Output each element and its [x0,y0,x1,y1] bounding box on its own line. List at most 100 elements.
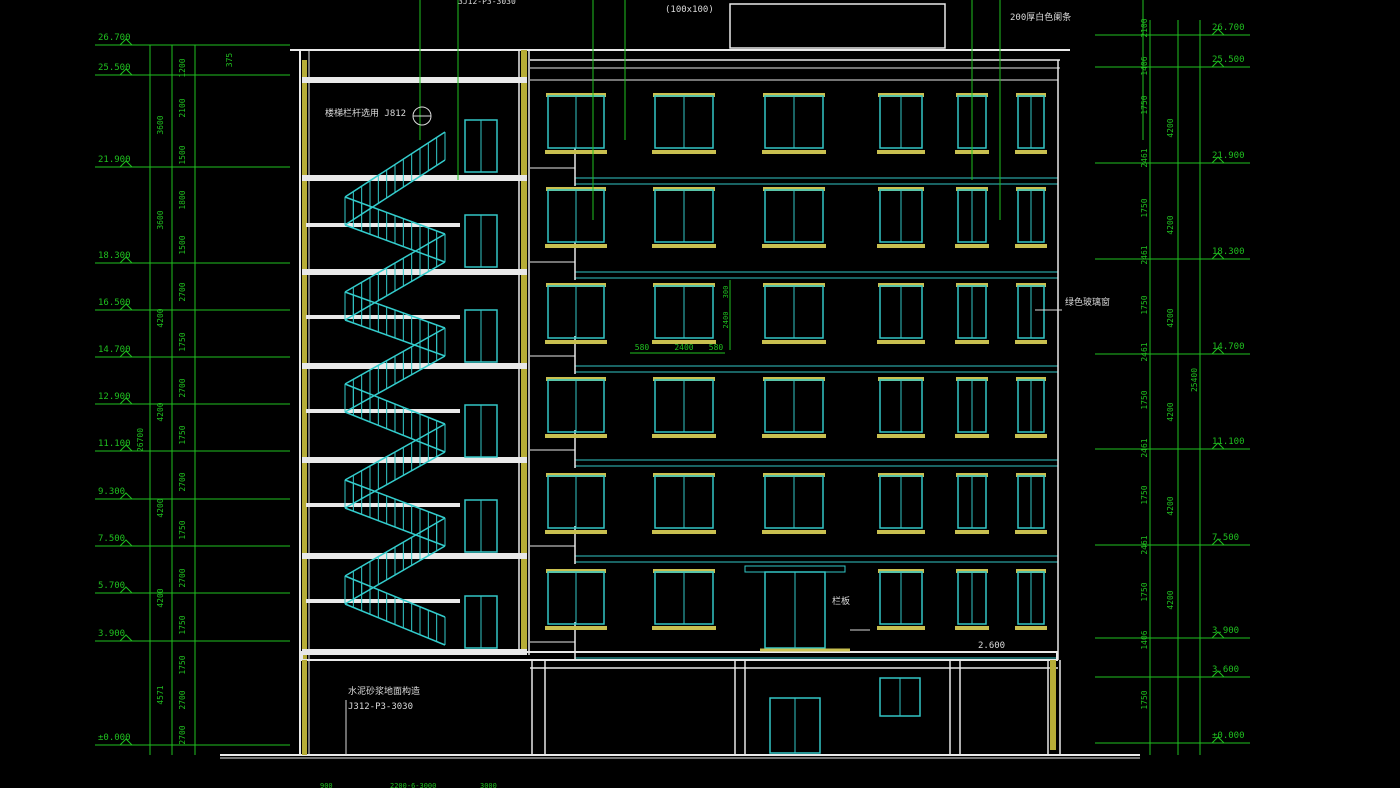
window-head-r3c4 [956,377,988,381]
right-dim-inner-1: 1406 [1140,56,1149,75]
left-level-2: 21.900 [98,155,131,165]
level-marker [1211,538,1225,546]
left-dim-outer-3: 1800 [178,190,187,209]
window-head-r1c3 [878,187,924,191]
left-level-11: 3.900 [98,629,125,639]
window-sill-r1c1 [652,244,716,248]
level-marker [1211,736,1225,744]
level-marker [119,350,133,358]
right-level-0: 26.700 [1212,23,1245,33]
right-dim-inner-5: 2461 [1140,245,1149,264]
window-sill-r4c3 [877,530,925,534]
left-dim-outer-5: 2700 [178,282,187,301]
window-sill-r2c4 [955,340,989,344]
window-head-r3c5 [1016,377,1046,381]
window-vdim-1: 2400 [722,312,730,329]
right-dim-inner-10: 1750 [1140,485,1149,504]
window-head-r4c0 [546,473,606,477]
top-wall-note: 200厚白色阑条 [1010,11,1071,23]
stair-flight-6 [344,423,446,509]
window-head-r3c2 [763,377,825,381]
left-ground-column [302,660,307,755]
right-dim-mid-5: 4200 [1166,590,1175,609]
floor-detail-code: J312-P3-3030 [348,702,413,712]
level-marker [119,492,133,500]
bottom-dim-1: 2200-6-3000 [390,782,436,788]
left-dim-outer-11: 2700 [178,568,187,587]
level-marker [119,397,133,405]
right-level-8: 3.600 [1212,665,1239,675]
left-dim-outer-2: 1500 [178,145,187,164]
left-dim-small: 375 [225,53,234,68]
window-head-r2c3 [878,283,924,287]
level-marker [119,38,133,46]
left-wall-column [302,60,307,755]
left-level-10: 5.700 [98,581,125,591]
window-head-r4c3 [878,473,924,477]
staircase-group [344,131,446,646]
left-level-3: 18.300 [98,251,131,261]
window-head-r2c0 [546,283,606,287]
window-head-r5c5 [1016,569,1046,573]
left-dim-outer-6: 1750 [178,332,187,351]
left-dim-mid-6: 4571 [156,685,165,704]
level-marker [119,586,133,594]
window-head-r2c4 [956,283,988,287]
window-sill-r1c3 [877,244,925,248]
window-head-r4c5 [1016,473,1046,477]
floor-slab-0 [302,77,527,83]
left-dim-total: 26700 [136,428,145,452]
stair-flight-8 [344,517,446,605]
right-dim-inner-0: 2100 [1140,18,1149,37]
windows-group [464,93,1047,649]
left-level-12: ±0.000 [98,733,131,743]
right-dim-inner-7: 2461 [1140,342,1149,361]
window-head-r2c5 [1016,283,1046,287]
window-dim-2: 580 [709,343,724,352]
window-head-r3c1 [653,377,715,381]
left-dim-mid-1: 3600 [156,210,165,229]
bottom-dim-0: 900 [320,782,333,788]
left-level-4: 16.500 [98,298,131,308]
window-head-r5c0 [546,569,606,573]
level-marker [119,738,133,746]
window-sill-r0c1 [652,150,716,154]
bottom-dim-2: 3000 [480,782,497,788]
left-level-5: 14.700 [98,345,131,355]
window-head-r3c0 [546,377,606,381]
level-marker [119,539,133,547]
left-level-9: 7.500 [98,534,125,544]
level-marker [1211,60,1225,68]
level-marker [119,444,133,452]
left-dim-outer-9: 2700 [178,472,187,491]
level-marker [1211,442,1225,450]
window-sill-r1c4 [955,244,989,248]
window-sill-r3c3 [877,434,925,438]
level-marker [1211,28,1225,36]
level-marker [1211,156,1225,164]
right-level-6: 7.500 [1212,533,1239,543]
left-dim-mid-3: 4200 [156,402,165,421]
window-sill-r2c5 [1015,340,1047,344]
window-head-r2c1 [653,283,715,287]
floor-slab-5 [302,553,527,559]
left-dim-outer-12: 1750 [178,615,187,634]
window-sill-r5c3 [877,626,925,630]
window-dim-1: 2400 [674,343,693,352]
window-sill-r5c0 [545,626,607,630]
left-dim-outer-7: 2700 [178,378,187,397]
left-dim-outer-4: 1500 [178,235,187,254]
right-level-2: 21.900 [1212,151,1245,161]
level-marker [119,634,133,642]
window-head-r1c5 [1016,187,1046,191]
top-size-note: (100x100) [665,5,714,15]
window-sill-r0c3 [877,150,925,154]
window-head-r1c1 [653,187,715,191]
floor-slab-3 [302,363,527,369]
stair-flight-5 [344,383,446,453]
window-head-r0c3 [878,93,924,97]
window-vdim-0: 300 [722,286,730,299]
right-dim-inner-2: 1750 [1140,95,1149,114]
